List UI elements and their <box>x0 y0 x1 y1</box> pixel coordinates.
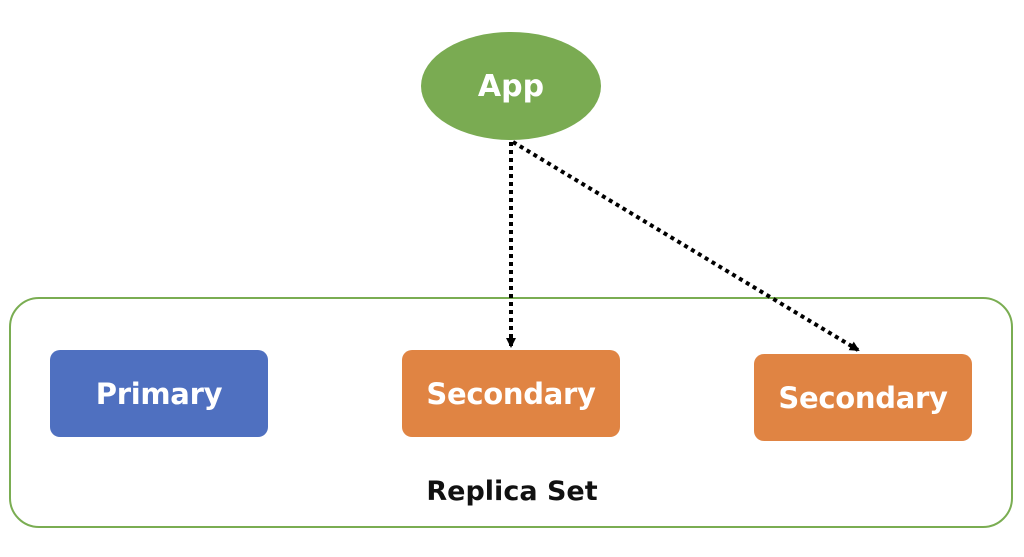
primary-node: Primary <box>50 350 268 437</box>
replica-set-label: Replica Set <box>426 476 598 507</box>
secondary-node-1-label: Secondary <box>426 376 596 411</box>
secondary-node-1: Secondary <box>402 350 620 437</box>
app-node: App <box>421 32 601 140</box>
secondary-node-2-label: Secondary <box>778 380 948 415</box>
app-node-label: App <box>477 68 545 104</box>
primary-node-label: Primary <box>95 376 223 411</box>
secondary-node-2: Secondary <box>754 354 972 441</box>
